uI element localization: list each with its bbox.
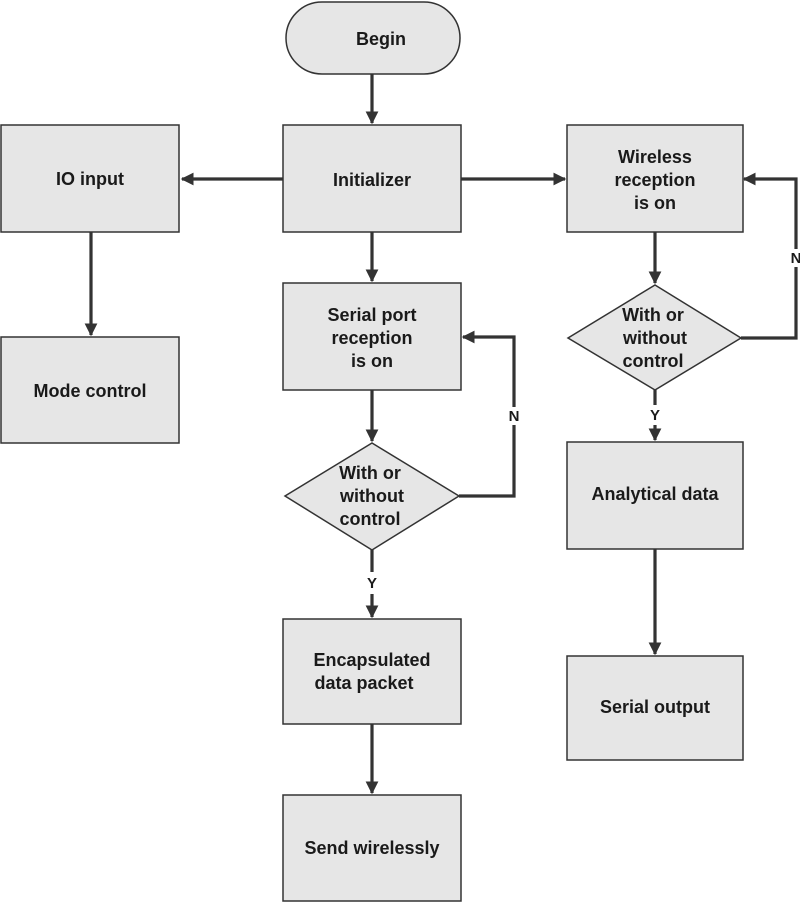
node-serial-output: Serial output [566,655,744,761]
edge-wireless-decision-loop-n [741,172,798,340]
node-analytical-label: Analytical data [591,484,719,504]
edge-label-serial-y: Y [367,575,377,592]
node-wireless-decision: With or without control [566,284,743,391]
node-serial-output-label: Serial output [600,697,710,717]
node-begin-label: Begin [356,29,406,49]
edge-label-serial-n: N [509,408,520,425]
node-initializer: Initializer [282,124,462,233]
node-serial-decision-line-2: without [339,486,404,506]
edge-serial-decision-loop-n [459,330,516,498]
node-encapsulated-line-2: data packet [314,673,413,693]
node-serial-reception-line-2: reception [331,328,412,348]
node-mode-control-label: Mode control [34,381,147,401]
node-wireless-reception-line-1: Wireless [618,147,692,167]
node-begin: Begin [285,1,461,75]
node-serial-decision-line-1: With or [339,463,401,483]
node-io-input-label: IO input [56,169,124,189]
node-analytical: Analytical data [566,441,744,550]
node-wireless-reception-line-3: is on [634,193,676,213]
node-encapsulated-line-1: Encapsulated [313,650,430,670]
node-wireless-decision-line-3: control [623,351,684,371]
node-wireless-decision-line-2: without [622,328,687,348]
node-send-wirelessly-label: Send wirelessly [304,838,439,858]
node-mode-control: Mode control [0,336,180,444]
node-serial-decision: With or without control [283,442,461,551]
node-encapsulated: Encapsulated data packet [282,618,462,725]
node-wireless-decision-line-1: With or [622,305,684,325]
edge-label-wireless-y: Y [650,407,660,424]
node-serial-decision-line-3: control [340,509,401,529]
node-serial-reception-line-1: Serial port [327,305,416,325]
node-io-input: IO input [0,124,180,233]
edge-label-wireless-n: N [791,250,800,267]
node-send-wirelessly: Send wirelessly [282,794,462,902]
node-wireless-reception: Wireless reception is on [566,124,744,233]
node-wireless-reception-line-2: reception [614,170,695,190]
node-initializer-label: Initializer [333,170,411,190]
node-serial-reception-line-3: is on [351,351,393,371]
node-serial-reception: Serial port reception is on [282,282,462,391]
